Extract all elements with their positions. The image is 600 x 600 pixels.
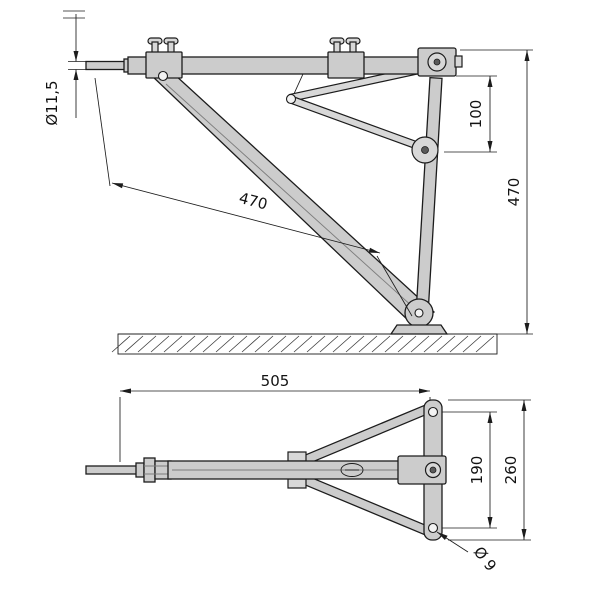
arrowhead: [524, 50, 530, 61]
arrowhead: [521, 400, 527, 411]
rod-collar: [135, 462, 145, 478]
arrowhead: [487, 76, 493, 87]
link-bracket: [292, 73, 304, 97]
leg-pivot-hole: [157, 70, 169, 82]
gearbox: [417, 47, 463, 77]
dim-label-hole-diameter: Ø 9: [470, 543, 500, 575]
ground-hatch-lines: [111, 335, 495, 353]
foot-pivot-hole: [414, 308, 424, 318]
link-arm-lower: [290, 95, 426, 153]
spindle-pulley-hub: [421, 146, 429, 154]
dimension-overall-width: 260: [448, 399, 531, 541]
arrowhead: [487, 412, 493, 423]
dim-label-rod-diameter: Ø11,5: [43, 80, 61, 125]
main-leg: [148, 73, 436, 325]
dimension-line: [111, 182, 381, 254]
dimension-spindle-offset: 100: [444, 75, 497, 153]
arrowhead: [437, 532, 448, 540]
clamp-rear: [327, 37, 365, 79]
extension-line: [376, 255, 413, 317]
dim-label-leg-length: 470: [237, 189, 269, 214]
arrowhead: [73, 69, 79, 80]
dimension-hole-diameter: Ø 9: [436, 531, 500, 575]
dimension-leg-length: 470: [94, 77, 413, 317]
arrowhead: [487, 517, 493, 528]
plan-view: [85, 399, 447, 541]
ground-strip: [117, 333, 498, 355]
gear-hub: [433, 58, 441, 66]
arm-bracket: [287, 451, 307, 462]
arrowhead: [368, 247, 380, 253]
dim-label-overall-width: 260: [502, 456, 520, 485]
gear-hub-plan: [429, 466, 437, 474]
ground: [111, 333, 498, 355]
arm-bracket: [287, 478, 307, 489]
dim-label-hole-spacing: 190: [468, 456, 486, 485]
coupling-nut-a: [143, 457, 156, 483]
main-leg-slot: [165, 83, 415, 309]
clamp-front: [145, 37, 183, 82]
arrowhead: [112, 183, 124, 189]
dimension-overall-length: 505: [119, 372, 431, 462]
brand-stamp: [340, 463, 364, 477]
arrowhead: [419, 388, 430, 394]
arrowhead: [487, 141, 493, 152]
clamp-body: [327, 51, 365, 79]
arrowhead: [120, 388, 131, 394]
spindle-member: [415, 76, 443, 316]
dim-label-spindle-offset: 100: [467, 100, 485, 129]
dim-label-overall-length: 505: [261, 372, 290, 390]
mount-hole-top: [427, 406, 439, 418]
arrowhead: [521, 529, 527, 540]
foot: [389, 298, 449, 335]
link-pivot-hole: [285, 93, 297, 105]
dimension-hole-spacing: 190: [442, 411, 497, 529]
dimension-rod-diameter: Ø11,5: [43, 10, 90, 126]
arrowhead: [524, 323, 530, 334]
arrowhead: [73, 51, 79, 62]
gearbox-tab: [454, 55, 463, 68]
side-view: [85, 37, 463, 335]
extension-line: [94, 77, 111, 187]
crank-rod-plan: [85, 465, 139, 475]
foot-plate: [389, 324, 449, 335]
mount-hole-bottom: [427, 522, 439, 534]
dimension-overall-height: 470: [460, 49, 533, 335]
dim-label-overall-height: 470: [505, 178, 523, 207]
